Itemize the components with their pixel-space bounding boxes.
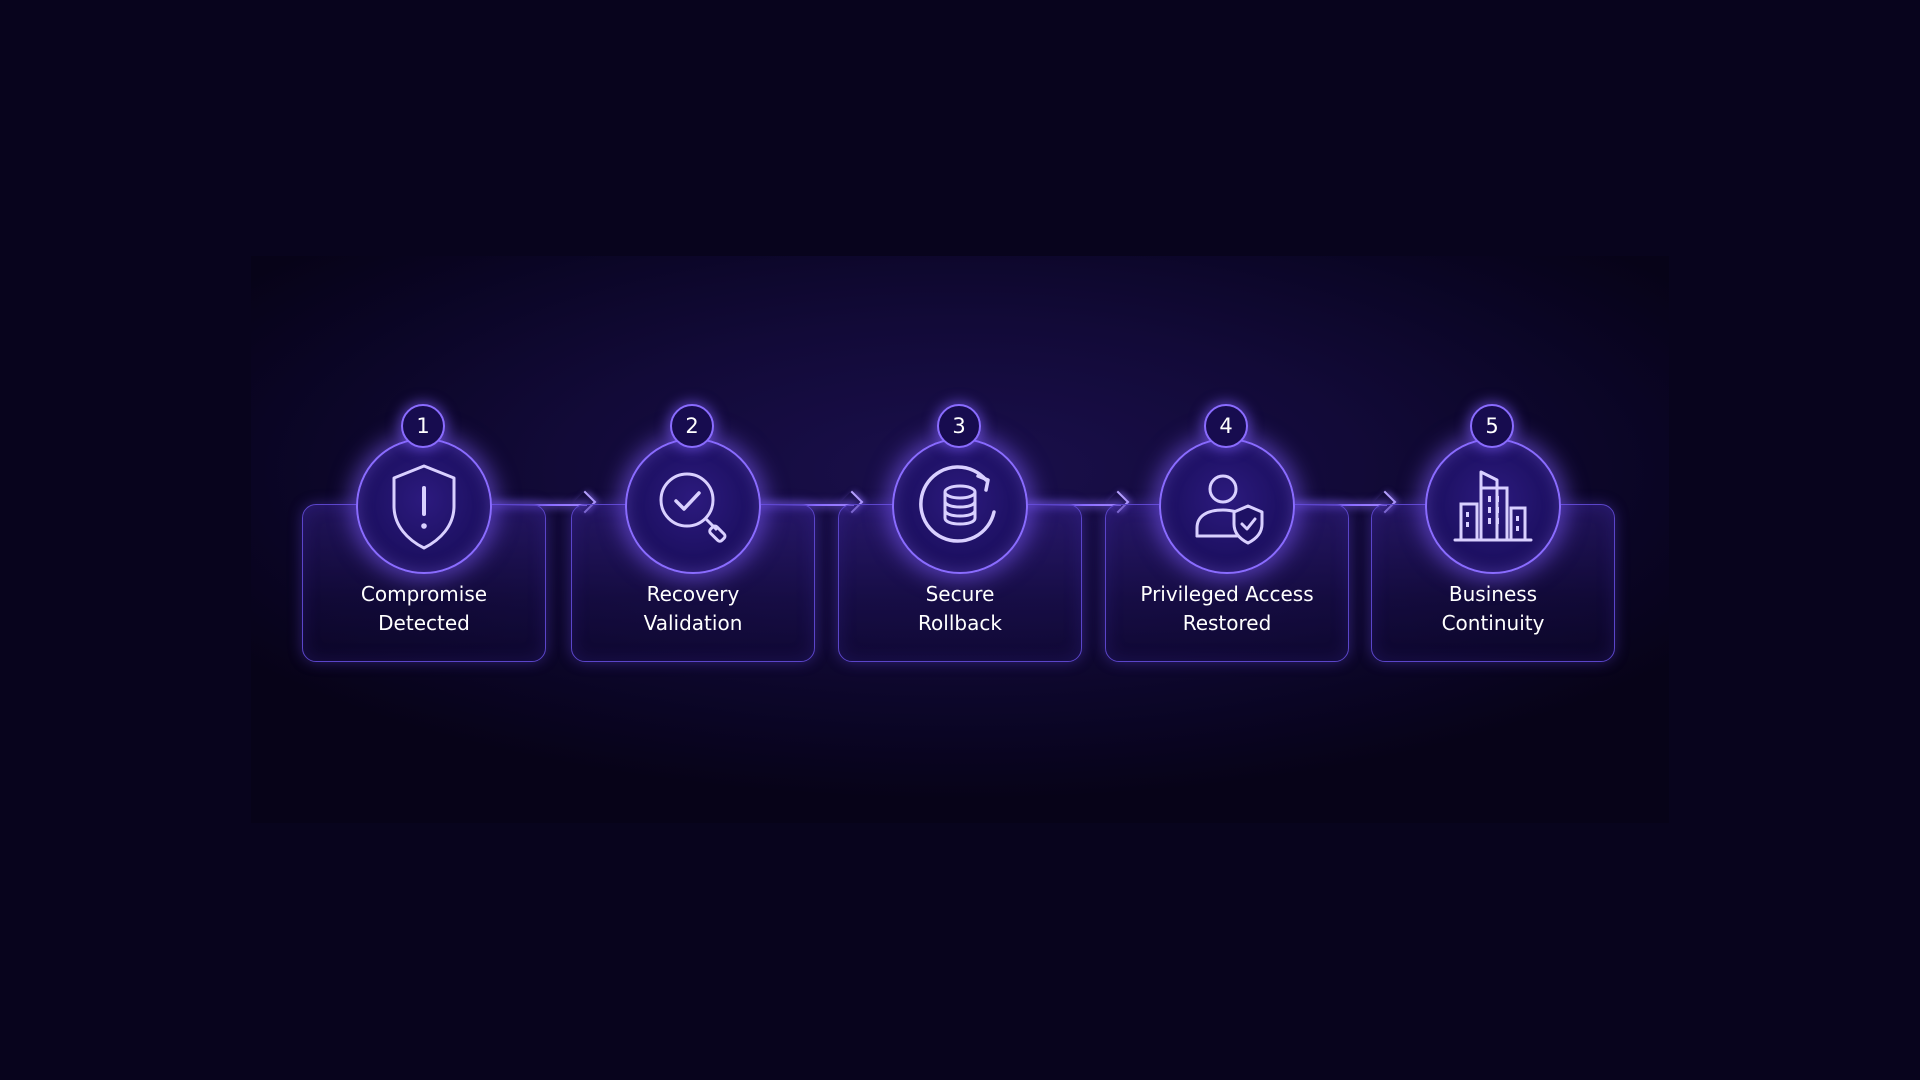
step-privileged-access-restored: 4 Privileged Access Restored bbox=[1105, 400, 1349, 662]
connector-1-2 bbox=[493, 504, 587, 506]
magnifier-check-icon bbox=[659, 472, 727, 543]
step-label-line2: Restored bbox=[1182, 611, 1272, 635]
step-number-badge: 2 bbox=[670, 404, 714, 448]
step-icon-circle bbox=[892, 438, 1028, 574]
step-card bbox=[571, 504, 815, 662]
step-label-line1: Compromise bbox=[360, 582, 488, 606]
user-shield-icon bbox=[1195, 474, 1264, 545]
step-business-continuity: 5 Business Continuity bbox=[1371, 400, 1615, 662]
step-label-line2: Detected bbox=[378, 611, 470, 635]
step-label: Privileged Access Restored bbox=[1105, 580, 1349, 638]
step-number-badge: 4 bbox=[1204, 404, 1248, 448]
step-label: Secure Rollback bbox=[838, 580, 1082, 638]
step-card bbox=[1371, 504, 1615, 662]
step-icon-circle bbox=[625, 438, 761, 574]
step-label-line1: Privileged Access bbox=[1140, 582, 1314, 606]
shield-alert-icon bbox=[392, 464, 456, 550]
step-icon-circle bbox=[1425, 438, 1561, 574]
step-label-line2: Validation bbox=[643, 611, 743, 635]
step-label-line1: Secure bbox=[925, 582, 995, 606]
step-label: Business Continuity bbox=[1371, 580, 1615, 638]
step-icon-circle bbox=[356, 438, 492, 574]
step-secure-rollback: 3 Secure Rollback bbox=[838, 400, 1082, 662]
step-label-line2: Continuity bbox=[1441, 611, 1545, 635]
step-icon-circle bbox=[1159, 438, 1295, 574]
step-number-badge: 3 bbox=[937, 404, 981, 448]
step-label-line2: Rollback bbox=[918, 611, 1002, 635]
step-label-line1: Recovery bbox=[646, 582, 740, 606]
buildings-icon bbox=[1453, 470, 1533, 542]
step-compromise-detected: 1 Compromise Detected bbox=[302, 400, 546, 662]
step-number-badge: 5 bbox=[1470, 404, 1514, 448]
step-label: Compromise Detected bbox=[302, 580, 546, 638]
step-label-line1: Business bbox=[1448, 582, 1538, 606]
step-recovery-validation: 2 Recovery Validation bbox=[571, 400, 815, 662]
step-label: Recovery Validation bbox=[571, 580, 815, 638]
database-refresh-icon bbox=[919, 465, 996, 543]
step-number-badge: 1 bbox=[401, 404, 445, 448]
